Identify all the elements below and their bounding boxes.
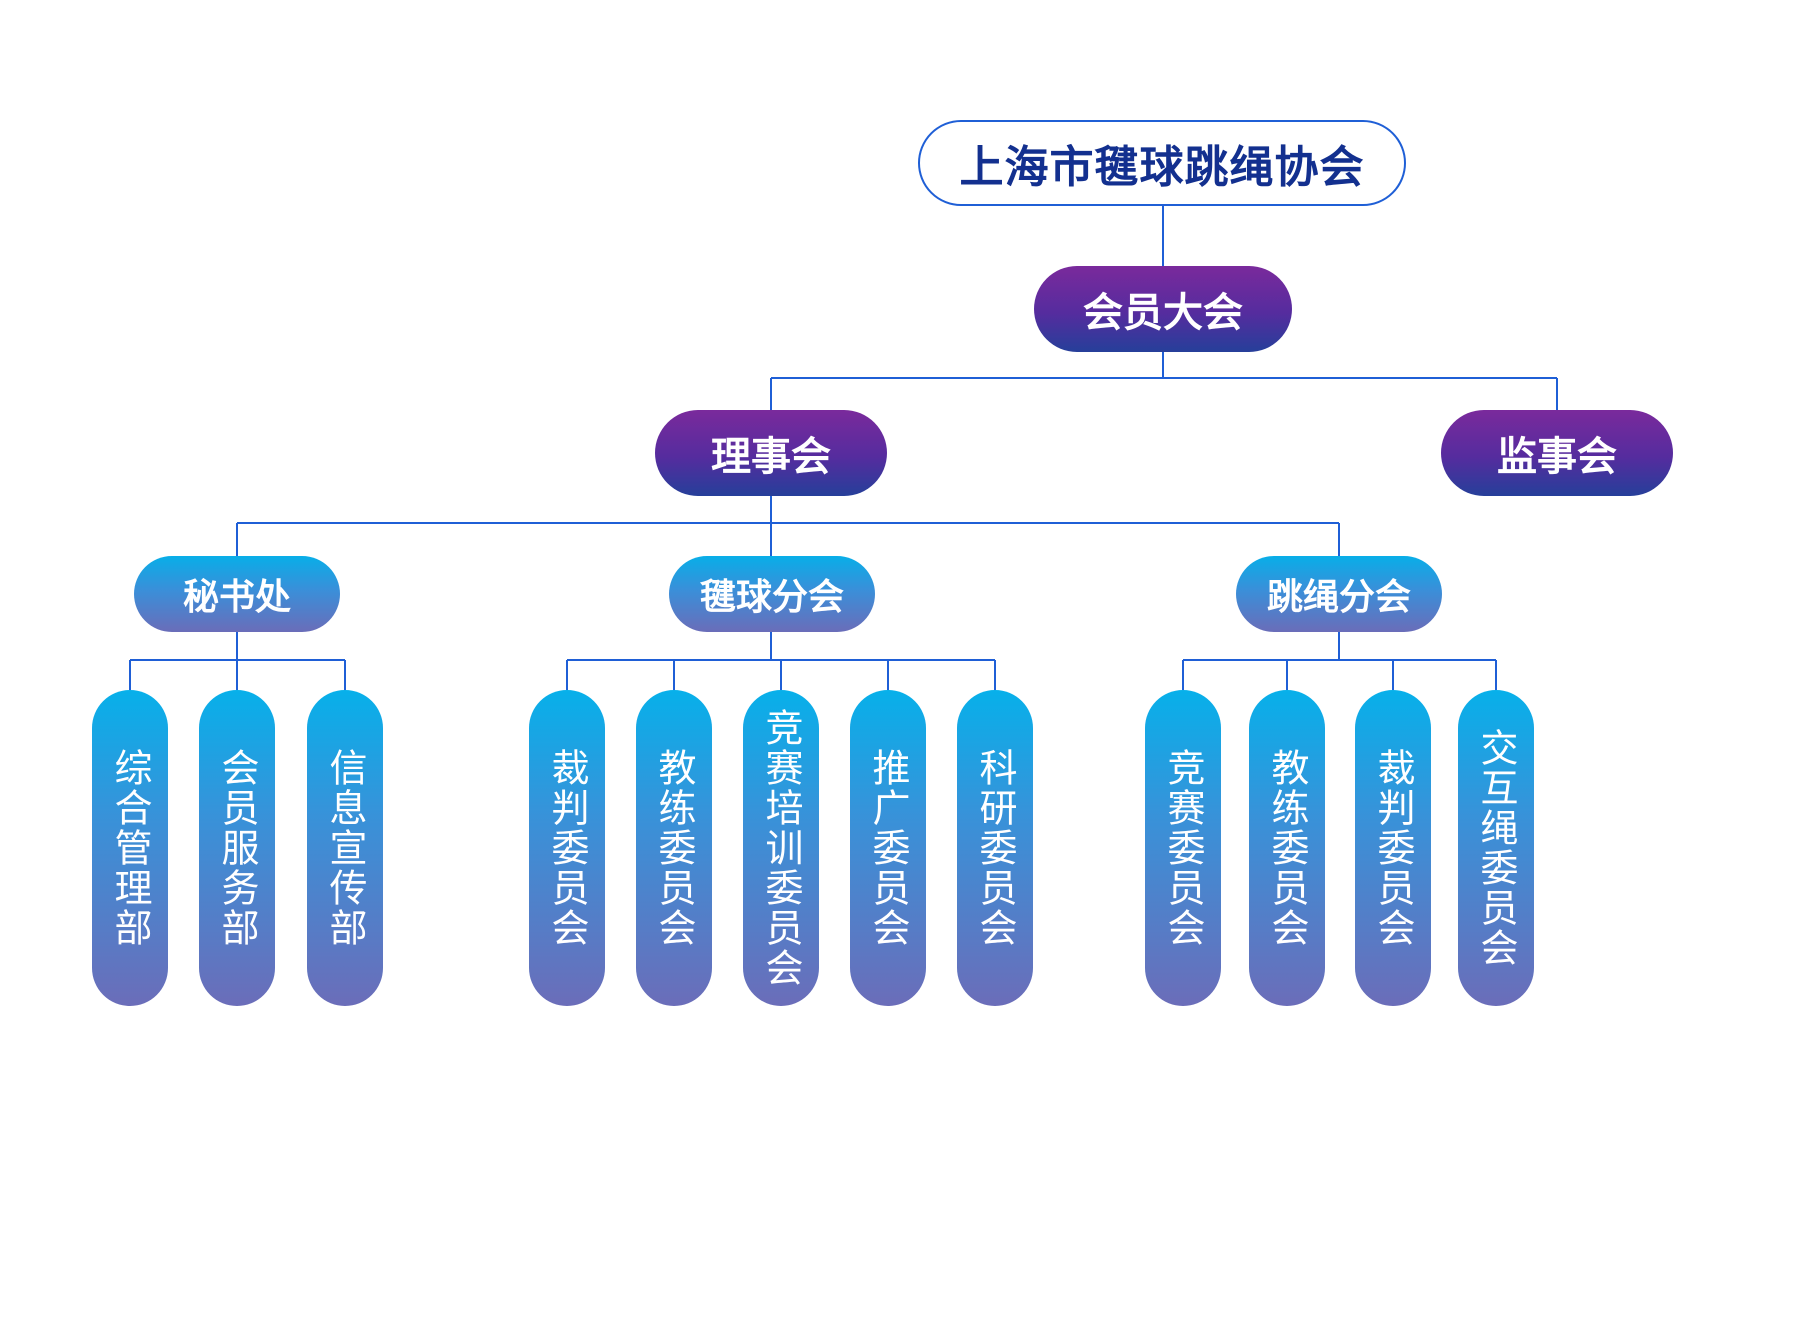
supervisory-node: 监事会 (1441, 410, 1673, 496)
root-label: 上海市毽球跳绳协会 (959, 142, 1365, 193)
leaf-label: 教练委员会 (652, 748, 696, 948)
assembly-label: 会员大会 (1083, 290, 1243, 336)
rope-branch-node: 跳绳分会 (1236, 556, 1442, 632)
leaf-shuttlecock-competition-training: 竞赛培训委员会 (743, 690, 819, 1006)
board-label: 理事会 (711, 434, 831, 480)
leaf-rope-coach: 教练委员会 (1249, 690, 1325, 1006)
root-node: 上海市毽球跳绳协会 (918, 120, 1406, 206)
leaf-label: 竞赛培训委员会 (759, 708, 803, 988)
assembly-node: 会员大会 (1034, 266, 1292, 352)
leaf-label: 推广委员会 (866, 748, 910, 948)
leaf-label: 裁判委员会 (1371, 748, 1415, 948)
secretariat-node: 秘书处 (134, 556, 340, 632)
leaf-shuttlecock-referee: 裁判委员会 (529, 690, 605, 1006)
leaf-information-publicity: 信息宣传部 (307, 690, 383, 1006)
leaf-member-services: 会员服务部 (199, 690, 275, 1006)
leaf-rope-competition: 竞赛委员会 (1145, 690, 1221, 1006)
leaf-shuttlecock-coach: 教练委员会 (636, 690, 712, 1006)
leaf-label: 会员服务部 (215, 748, 259, 948)
leaf-shuttlecock-promotion: 推广委员会 (850, 690, 926, 1006)
secretariat-label: 秘书处 (182, 577, 291, 618)
leaf-label: 交互绳委员会 (1474, 728, 1518, 968)
leaf-label: 信息宣传部 (323, 748, 367, 948)
board-node: 理事会 (655, 410, 887, 496)
leaf-label: 教练委员会 (1265, 748, 1309, 948)
leaf-label: 裁判委员会 (545, 748, 589, 948)
shuttlecock-branch-label: 毽球分会 (699, 577, 844, 618)
supervisory-label: 监事会 (1497, 434, 1617, 480)
leaf-label: 竞赛委员会 (1161, 748, 1205, 948)
leaf-rope-referee: 裁判委员会 (1355, 690, 1431, 1006)
leaf-rope-double-dutch: 交互绳委员会 (1458, 690, 1534, 1006)
rope-branch-label: 跳绳分会 (1266, 577, 1411, 618)
leaf-shuttlecock-research: 科研委员会 (957, 690, 1033, 1006)
leaf-label: 综合管理部 (108, 748, 152, 948)
leaf-general-management: 综合管理部 (92, 690, 168, 1006)
leaf-label: 科研委员会 (973, 748, 1017, 948)
shuttlecock-branch-node: 毽球分会 (669, 556, 875, 632)
